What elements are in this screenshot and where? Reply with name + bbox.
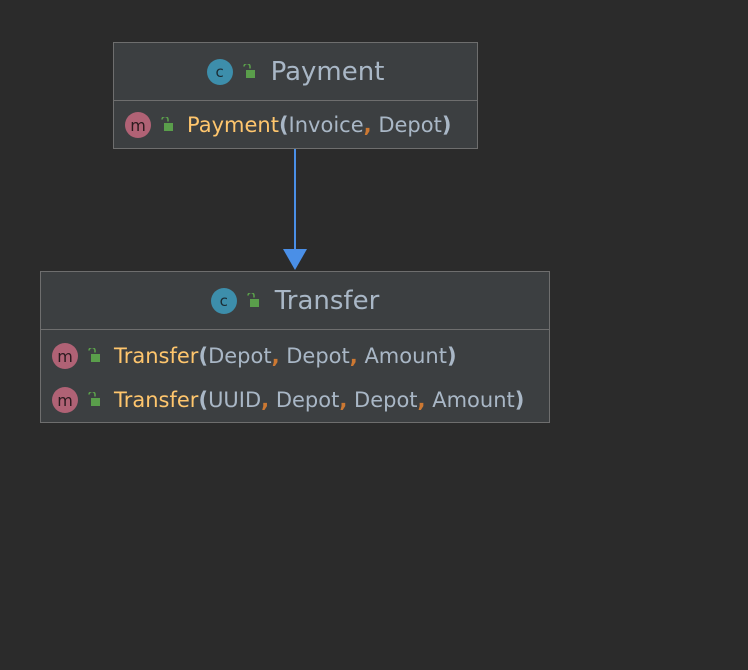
close-paren: ) <box>514 388 525 412</box>
param-type: UUID <box>208 388 262 412</box>
param-type: Depot <box>208 344 272 368</box>
param-separator: , <box>261 388 270 412</box>
class-name: Transfer <box>274 285 380 316</box>
close-paren: ) <box>441 113 452 137</box>
param-type: Depot <box>286 344 350 368</box>
method-name: Transfer <box>114 388 199 412</box>
param-type: Invoice <box>288 113 364 137</box>
method-signature: Payment(Invoice, Depot) <box>187 113 451 137</box>
method-row[interactable]: m Payment(Invoice, Depot) <box>114 101 477 149</box>
method-row[interactable]: m Transfer(Depot, Depot, Amount) <box>41 334 549 378</box>
method-row[interactable]: m Transfer(UUID, Depot, Depot, Amount) <box>41 378 549 422</box>
method-signature: Transfer(Depot, Depot, Amount) <box>114 344 457 368</box>
param-type: Amount <box>364 344 447 368</box>
class-name: Payment <box>270 56 385 87</box>
param-separator: , <box>363 113 372 137</box>
param-separator: , <box>349 344 358 368</box>
method-list: m Payment(Invoice, Depot) <box>114 101 477 149</box>
class-node-payment[interactable]: c Payment m Payment(Invoice, Depot) <box>113 42 478 149</box>
class-header: c Transfer <box>41 272 549 330</box>
public-visibility-icon <box>242 63 255 78</box>
method-list: m Transfer(Depot, Depot, Amount) m Trans… <box>41 330 549 422</box>
method-name: Payment <box>187 113 279 137</box>
method-icon: m <box>125 112 151 138</box>
class-icon: c <box>206 58 233 85</box>
public-visibility-icon <box>161 117 173 131</box>
method-signature: Transfer(UUID, Depot, Depot, Amount) <box>114 388 524 412</box>
param-type: Depot <box>354 388 418 412</box>
open-paren: ( <box>198 344 209 368</box>
method-icon: m <box>52 343 78 369</box>
param-separator: , <box>271 344 280 368</box>
class-icon: c <box>210 287 237 314</box>
param-type: Amount <box>432 388 515 412</box>
public-visibility-icon <box>246 292 259 307</box>
public-visibility-icon <box>88 348 100 362</box>
param-separator: , <box>339 388 348 412</box>
param-separator: , <box>417 388 426 412</box>
method-name: Transfer <box>114 344 199 368</box>
class-node-transfer[interactable]: c Transfer m Transfer(Depot, Depot, Amou… <box>40 271 550 423</box>
open-paren: ( <box>278 113 289 137</box>
param-type: Depot <box>275 388 340 412</box>
public-visibility-icon <box>88 392 100 406</box>
dependency-arrowhead <box>283 249 307 270</box>
open-paren: ( <box>198 388 209 412</box>
close-paren: ) <box>446 344 457 368</box>
param-type: Depot <box>378 113 442 137</box>
method-icon: m <box>52 387 78 413</box>
class-header: c Payment <box>114 43 477 101</box>
